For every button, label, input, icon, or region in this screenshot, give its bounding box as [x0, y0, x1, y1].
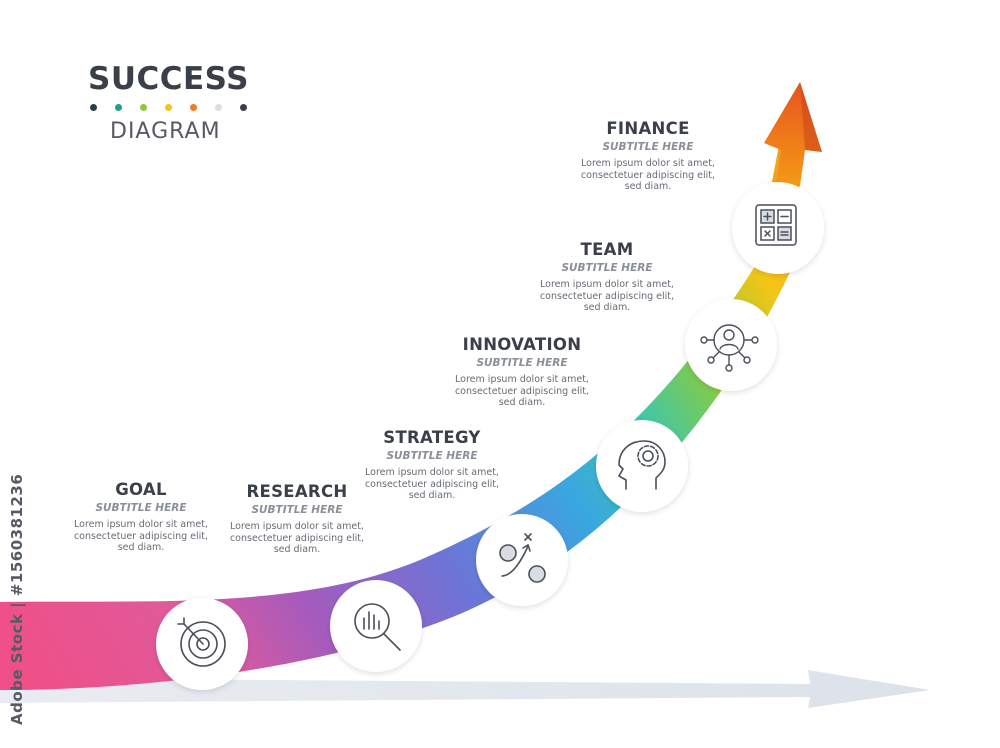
step-circle-research: [330, 580, 422, 672]
desc-line: consectetuer adipiscing elit,: [539, 290, 675, 302]
desc-line: consectetuer adipiscing elit,: [73, 530, 209, 542]
baseline-arrow: [0, 670, 930, 708]
step-subtitle: SUBTITLE HERE: [561, 262, 653, 274]
step-description: Lorem ipsum dolor sit amet, consectetuer…: [212, 521, 382, 556]
step-description: Lorem ipsum dolor sit amet, consectetuer…: [437, 374, 607, 409]
step-circle-strategy: [476, 514, 568, 606]
step-description: Lorem ipsum dolor sit amet, consectetuer…: [563, 158, 733, 193]
desc-line: sed diam.: [408, 490, 456, 501]
color-dot: [165, 104, 172, 111]
step-description: Lorem ipsum dolor sit amet, consectetuer…: [522, 279, 692, 314]
step-label-innovation: INNOVATION SUBTITLE HERE Lorem ipsum dol…: [437, 335, 607, 409]
step-subtitle: SUBTITLE HERE: [95, 502, 187, 514]
step-label-team: TEAM SUBTITLE HERE Lorem ipsum dolor sit…: [522, 240, 692, 314]
step-subtitle: SUBTITLE HERE: [476, 357, 568, 369]
step-label-research: RESEARCH SUBTITLE HERE Lorem ipsum dolor…: [212, 482, 382, 556]
step-circle-innovation: [596, 420, 688, 512]
step-description: Lorem ipsum dolor sit amet, consectetuer…: [347, 467, 517, 502]
target-icon: [177, 617, 226, 667]
desc-line: sed diam.: [498, 397, 546, 408]
desc-line: Lorem ipsum dolor sit amet,: [230, 521, 364, 532]
up-arrow: [764, 82, 822, 190]
step-label-strategy: STRATEGY SUBTITLE HERE Lorem ipsum dolor…: [347, 428, 517, 502]
color-dot: [115, 104, 122, 111]
magnifier-chart-icon: [354, 603, 401, 651]
step-label-finance: FINANCE SUBTITLE HERE Lorem ipsum dolor …: [563, 119, 733, 193]
step-title: GOAL: [115, 480, 167, 499]
step-title: RESEARCH: [246, 482, 348, 501]
desc-line: Lorem ipsum dolor sit amet,: [581, 158, 715, 169]
desc-line: sed diam.: [624, 181, 672, 192]
desc-line: Lorem ipsum dolor sit amet,: [365, 467, 499, 478]
step-subtitle: SUBTITLE HERE: [386, 450, 478, 462]
desc-line: consectetuer adipiscing elit,: [454, 385, 590, 397]
title-block: SUCCESS DIAGRAM: [88, 62, 268, 144]
desc-line: consectetuer adipiscing elit,: [580, 169, 716, 181]
color-dot: [90, 104, 97, 111]
diagram-title: SUCCESS: [88, 61, 249, 97]
desc-line: consectetuer adipiscing elit,: [364, 478, 500, 490]
color-dot: [140, 104, 147, 111]
diagram-subtitle: DIAGRAM: [110, 119, 221, 144]
color-dot: [215, 104, 222, 111]
step-description: Lorem ipsum dolor sit amet, consectetuer…: [56, 519, 226, 554]
step-subtitle: SUBTITLE HERE: [602, 141, 694, 153]
color-dot: [240, 104, 247, 111]
team-network-icon: [700, 324, 759, 372]
step-title: FINANCE: [606, 119, 690, 138]
step-subtitle: SUBTITLE HERE: [251, 504, 343, 516]
desc-line: sed diam.: [117, 542, 165, 553]
watermark-text: Adobe Stock | #1560381236: [8, 473, 26, 725]
step-label-goal: GOAL SUBTITLE HERE Lorem ipsum dolor sit…: [56, 480, 226, 554]
desc-line: sed diam.: [583, 302, 631, 313]
desc-line: sed diam.: [273, 544, 321, 555]
desc-line: Lorem ipsum dolor sit amet,: [540, 279, 674, 290]
desc-line: Lorem ipsum dolor sit amet,: [455, 374, 589, 385]
step-title: TEAM: [580, 240, 634, 259]
head-gear-icon: [618, 440, 666, 490]
desc-line: consectetuer adipiscing elit,: [229, 532, 365, 544]
color-dots: [90, 104, 268, 111]
step-title: STRATEGY: [383, 428, 481, 447]
strategy-plan-icon: [499, 533, 546, 583]
color-dot: [190, 104, 197, 111]
step-title: INNOVATION: [462, 335, 582, 354]
calculator-icon: [755, 204, 797, 246]
desc-line: Lorem ipsum dolor sit amet,: [74, 519, 208, 530]
